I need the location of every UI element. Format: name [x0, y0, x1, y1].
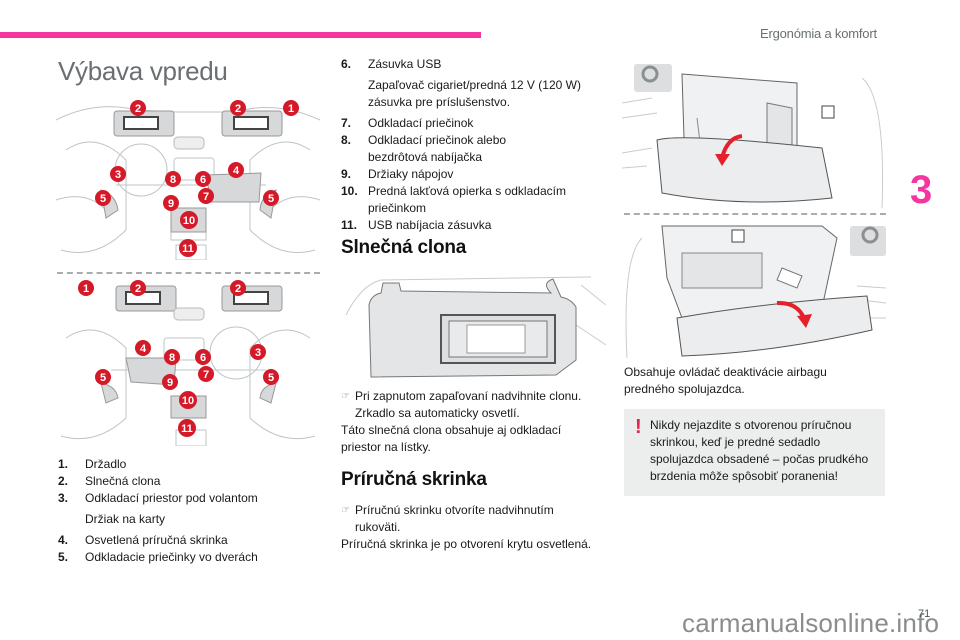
legend-item: 10.Predná lakťová opierka s odkladacím p… [341, 184, 566, 215]
svg-text:9: 9 [168, 198, 174, 210]
callout-2b [230, 280, 246, 296]
glovebox-illustration-lhd [622, 58, 886, 208]
bullet-item: ☞Pri zapnutom zapaľovaní nadvihnite clon… [341, 389, 582, 420]
callout-2a [130, 100, 146, 116]
callout-9 [162, 374, 178, 390]
callout-10 [180, 211, 198, 229]
svg-text:2: 2 [235, 103, 241, 115]
svg-text:3: 3 [255, 347, 261, 359]
callout-5a [95, 369, 111, 385]
legend-item: 2.Slnečná clona [58, 474, 161, 488]
callout-5b [263, 369, 279, 385]
legend-list-1: 1.Držadlo 2.Slnečná clona 3.Odkladací pr… [58, 456, 318, 566]
legend-item: 9.Držiaky nápojov [341, 167, 454, 181]
legend-item: 4.Osvetlená príručná skrinka [58, 533, 228, 547]
svg-text:7: 7 [203, 191, 209, 203]
svg-text:4: 4 [233, 165, 240, 177]
svg-text:2: 2 [135, 283, 141, 295]
glovebox-illustration-rhd [622, 218, 886, 358]
callout-2a [130, 280, 146, 296]
page-number: 71 [918, 608, 931, 620]
svg-text:5: 5 [268, 372, 274, 384]
callout-4 [228, 162, 244, 178]
diagram-separator [57, 272, 320, 274]
header-accent-bar [0, 32, 481, 38]
interior-lhd-drawing: 2 2 1 3 4 5 5 8 6 7 9 10 11 [56, 100, 320, 260]
legend-list-2: 6.Zásuvka USB Zapaľovač cigariet/predná … [341, 56, 611, 234]
legend-subitem: Zapaľovač cigariet/predná 12 V (120 W) z… [368, 78, 581, 109]
warning-text: Nikdy nejazdite s otvorenou príručnou sk… [650, 418, 869, 483]
svg-text:5: 5 [100, 193, 106, 205]
callout-5a [95, 190, 111, 206]
legend-item: 3.Odkladací priestor pod volantom [58, 491, 258, 505]
callout-11 [179, 239, 197, 257]
legend-item: 5.Odkladacie priečinky vo dverách [58, 550, 258, 564]
sun-visor-drawing [345, 276, 606, 378]
legend-subitem: Držiak na karty [85, 512, 166, 526]
callout-6 [195, 349, 211, 365]
svg-text:4: 4 [140, 343, 147, 355]
legend-item: 6.Zásuvka USB [341, 57, 442, 71]
glovebox-heading: Príručná skrinka [341, 469, 487, 490]
svg-text:6: 6 [200, 174, 206, 186]
callout-11 [178, 419, 196, 437]
callout-1 [283, 100, 299, 116]
bullet-item: ☞Príručnú skrinku otvoríte nadvihnutím r… [341, 503, 554, 534]
legend-item: 11.USB nabíjacia zásuvka [341, 218, 492, 232]
callout-9 [163, 195, 179, 211]
svg-text:8: 8 [169, 352, 175, 364]
callout-10 [179, 391, 197, 409]
callout-7 [198, 188, 214, 204]
sun-visor-illustration [341, 265, 606, 380]
interior-diagram-lhd: 2 2 1 3 4 5 5 8 6 7 9 10 11 [56, 90, 320, 260]
svg-text:9: 9 [167, 377, 173, 389]
callout-3 [250, 344, 266, 360]
svg-text:8: 8 [170, 174, 176, 186]
glovebox-rhd-drawing [625, 225, 886, 358]
svg-text:11: 11 [182, 243, 194, 255]
callout-3 [110, 166, 126, 182]
glovebox-lhd-drawing [622, 64, 884, 208]
svg-text:5: 5 [100, 372, 106, 384]
callout-2b [230, 100, 246, 116]
airbag-note: Obsahuje ovládač deaktivácie airbagu pre… [624, 365, 827, 396]
svg-text:5: 5 [268, 193, 274, 205]
exclamation-icon: ! [635, 416, 642, 438]
callout-7 [198, 366, 214, 382]
interior-diagram-rhd: 1 2 2 4 3 5 5 8 6 7 9 10 11 [56, 278, 320, 446]
sun-visor-heading: Slnečná clona [341, 237, 467, 258]
svg-text:6: 6 [200, 352, 206, 364]
svg-text:1: 1 [83, 283, 89, 295]
page-title: Výbava vpredu [58, 56, 228, 86]
callout-badges-rhd: 1 2 2 4 3 5 5 8 6 7 9 10 11 [78, 280, 279, 437]
sun-visor-text: ☞Pri zapnutom zapaľovaní nadvihnite clon… [341, 388, 611, 456]
legend-item: 8.Odkladací priečinok alebo bezdrôtová n… [341, 133, 507, 164]
warning-box: ! Nikdy nejazdite s otvorenou príručnou … [624, 409, 885, 496]
callout-5b [263, 190, 279, 206]
svg-text:10: 10 [183, 215, 195, 227]
svg-text:11: 11 [181, 423, 193, 435]
callout-8 [164, 349, 180, 365]
svg-text:7: 7 [203, 369, 209, 381]
pointing-hand-icon: ☞ [341, 505, 350, 516]
svg-text:3: 3 [115, 169, 121, 181]
pointing-hand-icon: ☞ [341, 391, 350, 402]
legend-item: 1.Držadlo [58, 457, 127, 471]
chapter-title: Ergonómia a komfort [760, 26, 877, 41]
svg-text:2: 2 [135, 103, 141, 115]
callout-badges: 2 2 1 3 4 5 5 8 6 7 9 10 11 [95, 100, 299, 257]
svg-text:1: 1 [288, 103, 294, 115]
callout-1 [78, 280, 94, 296]
callout-6 [195, 171, 211, 187]
interior-rhd-drawing: 1 2 2 4 3 5 5 8 6 7 9 10 11 [60, 280, 316, 446]
svg-text:10: 10 [182, 395, 194, 407]
glovebox-separator [624, 213, 886, 215]
svg-text:2: 2 [235, 283, 241, 295]
callout-8 [165, 171, 181, 187]
watermark: carmanualsonline.info [682, 608, 940, 638]
glovebox-text: ☞Príručnú skrinku otvoríte nadvihnutím r… [341, 502, 611, 553]
callout-4 [135, 340, 151, 356]
legend-item: 7.Odkladací priečinok [341, 116, 474, 130]
chapter-number: 3 [910, 168, 933, 212]
